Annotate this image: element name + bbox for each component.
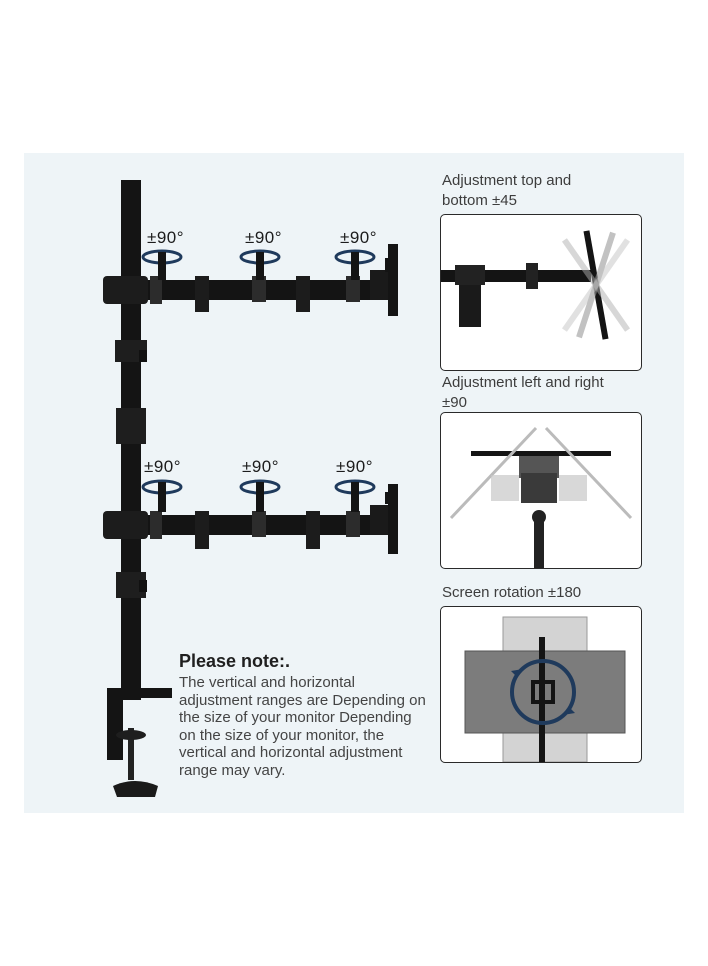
callout-caption: Screen rotation ±180 — [442, 584, 582, 601]
lower-arm — [103, 484, 398, 554]
rotation-label: ±90° — [336, 457, 374, 476]
rotation-label: ±90° — [340, 228, 378, 247]
rotation-label: ±90° — [245, 228, 283, 247]
note-title: Please note:. — [179, 651, 291, 671]
rotate-arrows-icon — [510, 659, 576, 725]
rotation-label: ±90° — [242, 457, 280, 476]
swivel-detail-image — [440, 412, 642, 569]
rotation-label: ±90° — [147, 228, 185, 247]
note-body: The vertical and horizontal adjustment r… — [179, 674, 426, 779]
rotation-label: ±90° — [144, 457, 182, 476]
upper-arm — [103, 244, 398, 316]
tilt-detail-image — [440, 214, 642, 371]
rotation-detail-image — [440, 606, 642, 763]
desk-clamp — [107, 688, 172, 797]
callout-caption: Adjustment top and bottom ±45 — [442, 172, 572, 209]
callout-caption: Adjustment left and right ±90 — [442, 374, 604, 411]
